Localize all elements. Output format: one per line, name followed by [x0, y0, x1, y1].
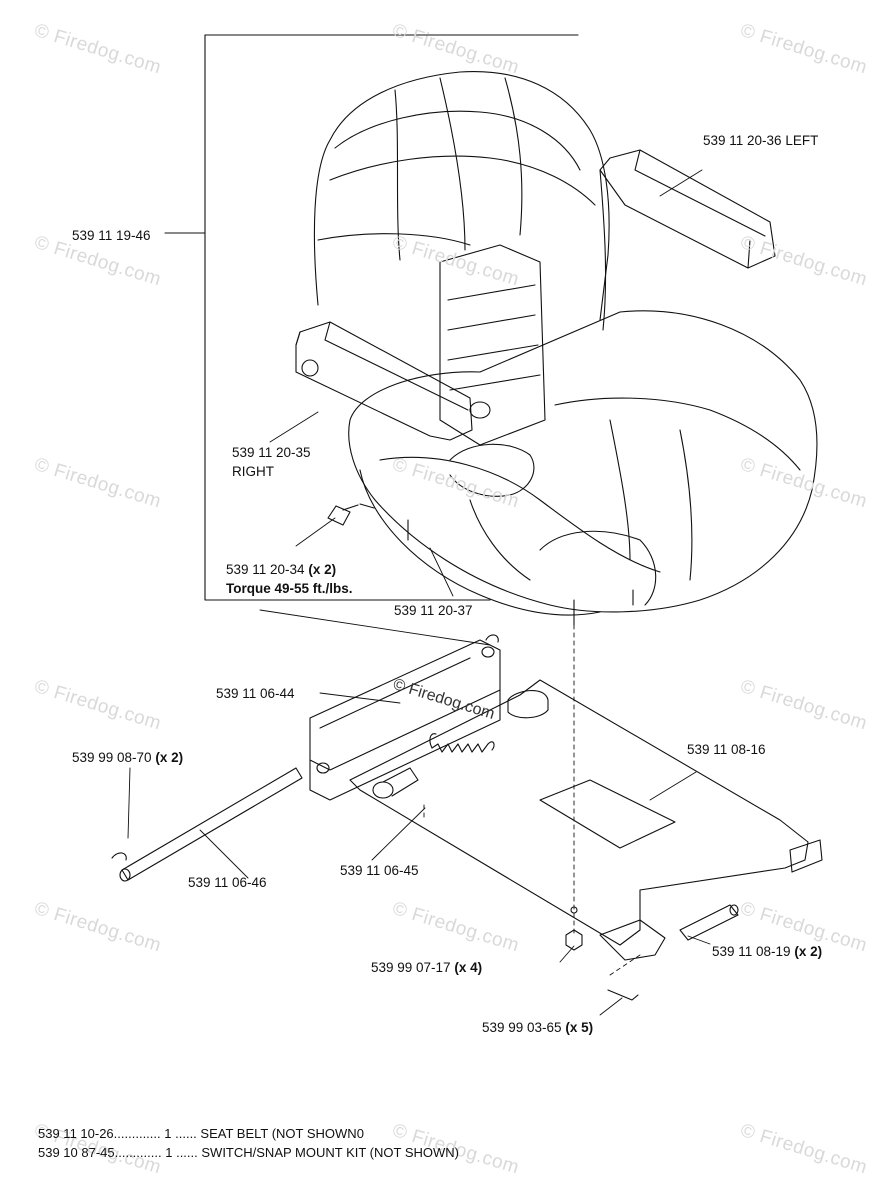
- label-torque: Torque 49-55 ft./lbs.: [226, 581, 353, 596]
- label-armrest-right-side: RIGHT: [232, 464, 274, 479]
- row-part-number: 539 11 10-26: [38, 1126, 114, 1141]
- bolt-quantity: (x 2): [308, 562, 337, 577]
- label-seat-part-20-37: 539 11 20-37: [394, 603, 473, 618]
- bolt-illustration: [327, 503, 375, 526]
- rod-illustration: [111, 767, 303, 882]
- row-quantity: 1: [165, 1145, 173, 1160]
- label-clip: 539 99 08-70 (x 2): [72, 750, 183, 766]
- label-spring-06-45: 539 11 06-45: [340, 863, 419, 878]
- row-part-number: 539 10 87-45: [38, 1145, 115, 1160]
- row-dots: .............: [113, 1126, 161, 1141]
- row-description: SWITCH/SNAP MOUNT KIT (NOT SHOWN): [201, 1145, 459, 1160]
- label-armrest-right-number: 539 11 20-35: [232, 445, 311, 460]
- label-plate-08-16: 539 11 08-16: [687, 742, 766, 757]
- plate-illustration: [349, 679, 823, 961]
- seat-assembly-bracket: [164, 34, 579, 601]
- spring-illustration: [429, 733, 495, 753]
- clip-quantity: (x 2): [155, 750, 184, 765]
- label-bolt: 539 11 20-34 (x 2): [226, 562, 336, 578]
- clip-part-number: 539 99 08-70: [72, 750, 152, 765]
- pin-illustration: [679, 904, 739, 941]
- nut-quantity: (x 4): [454, 960, 483, 975]
- row-separator: ......: [175, 1126, 197, 1141]
- parts-list-row: 539 11 10-26............. 1 ...... SEAT …: [38, 1126, 364, 1141]
- alignment-lines: [423, 624, 641, 976]
- parts-list-row: 539 10 87-45............. 1 ...... SWITC…: [38, 1145, 459, 1160]
- row-quantity: 1: [164, 1126, 172, 1141]
- pin-quantity: (x 2): [794, 944, 823, 959]
- label-armrest-left: 539 11 20-36 LEFT: [703, 133, 819, 148]
- row-description: SEAT BELT (NOT SHOWN0: [200, 1126, 364, 1141]
- nut-part-number: 539 99 07-17: [371, 960, 451, 975]
- cotter-pin-quantity: (x 5): [565, 1020, 594, 1035]
- row-dots: .............: [114, 1145, 162, 1160]
- label-nut: 539 99 07-17 (x 4): [371, 960, 482, 976]
- seat-illustration: [295, 70, 818, 626]
- label-seat-assembly: 539 11 19-46: [72, 228, 151, 243]
- label-pin-08-19: 539 11 08-19 (x 2): [712, 944, 822, 960]
- label-rod-06-46: 539 11 06-46: [188, 875, 267, 890]
- label-bracket-06-44: 539 11 06-44: [216, 686, 295, 701]
- label-cotter-pin: 539 99 03-65 (x 5): [482, 1020, 593, 1036]
- row-separator: ......: [176, 1145, 198, 1160]
- cotter-pin-part-number: 539 99 03-65: [482, 1020, 562, 1035]
- bracket-illustration: [309, 634, 501, 801]
- pin-part-number: 539 11 08-19: [712, 944, 791, 959]
- cotter-pin-illustration: [607, 989, 639, 1001]
- bolt-part-number: 539 11 20-34: [226, 562, 305, 577]
- leader-lines: [127, 169, 711, 1016]
